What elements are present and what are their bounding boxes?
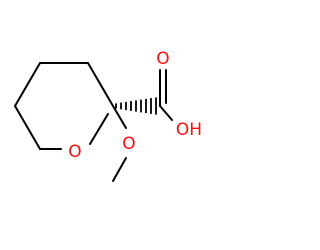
bond-c3-methoxy-o [112,105,127,129]
ring-bond-o-c3 [89,113,109,145]
ring-bond-c5-c4 [87,62,114,107]
hydroxyl-label: OH [176,120,202,140]
carbonyl-oxygen-label: O [156,49,169,69]
bonds [14,62,173,182]
ring-oxygen-label: O [68,142,81,162]
bond-methoxy-o-ch3 [112,157,127,182]
bond-carboxyl-c-oh [159,105,173,121]
hashed-wedge-bond [115,97,157,115]
molecule-drawing: O OH O O [14,49,202,182]
ring-bond-c6-c1 [14,62,41,107]
structure-canvas: O OH O O [14,49,203,182]
methoxy-oxygen-label: O [122,134,135,154]
ring-bond-c1-c2 [14,105,41,150]
